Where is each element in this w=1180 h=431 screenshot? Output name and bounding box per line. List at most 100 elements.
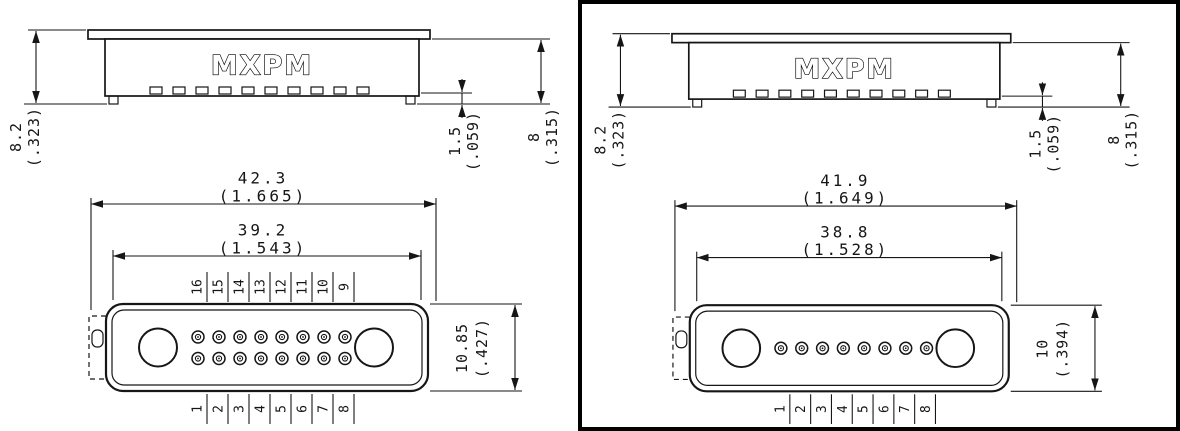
dim-total-height: 8.2 (.323) [7,29,107,167]
dim-front-height-mm: 10 [1033,339,1051,359]
dim-foot-height-mm: 1.5 [1027,129,1045,159]
pin [857,341,871,355]
shell-inner [111,309,423,386]
shell-inner [695,310,1004,386]
dim-width-inner-inch: (1.528) [802,240,890,259]
pin [317,330,331,344]
dim-total-height-inch: (.323) [25,107,43,167]
pin [275,330,289,344]
pin-number: 10 [317,279,332,295]
pin-number: 1 [773,405,788,413]
left-foot [692,98,703,108]
dim-foot-height-inch: (.059) [1044,114,1062,174]
dim-body-height: 8 (.315) [1012,42,1141,170]
pin [191,330,205,344]
product-label: MXPM [794,54,895,85]
key-slot [675,330,688,349]
dim-width-outer-inch: (1.665) [219,187,307,206]
front-view [672,304,1010,393]
bottom-pin-numbers: 1 2 3 4 5 6 7 8 [191,394,355,424]
pin-number: 14 [233,279,248,295]
coax-contact-right [935,328,976,369]
dim-total-height: 8.2 (.323) [592,33,691,170]
dim-front-height: 10 (.394) [1010,304,1102,392]
pin-number: 6 [296,405,311,413]
pin-number-leaders [206,272,355,302]
dim-total-height-mm: 8.2 [7,122,25,152]
pin-number: 4 [254,405,269,413]
pin-field [191,330,352,366]
dim-body-height-mm: 8 [1105,135,1123,145]
dim-front-height-mm: 10.85 [453,323,471,373]
coax-contact-left [721,328,762,369]
dim-width-outer: 42.3 (1.665) [90,169,437,310]
break-outline [88,315,106,380]
pin-number: 16 [191,279,206,295]
left-sheet: MXPM 8.2 (.323) 1.5 (.059) 8 (.315) [0,0,578,431]
pin-number: 8 [338,405,353,413]
pin-number: 9 [338,283,353,291]
right-connector-drawing: MXPM 8.2 (.323) 1.5 (.059) 8 (.315) [592,32,1141,425]
dim-body-height-mm: 8 [525,132,543,142]
dim-foot-height-mm: 1.5 [446,126,464,156]
pin-number: 15 [212,279,227,295]
coax-contact-right [354,327,394,368]
pin-number: 7 [898,405,913,413]
dim-width-outer-mm: 41.9 [820,171,870,190]
front-view [88,302,430,393]
dim-width-inner: 38.8 (1.528) [696,222,1003,302]
pin-number: 7 [317,405,332,413]
pin [878,341,892,355]
pin-number: 1 [191,405,206,413]
break-outline [672,316,690,381]
pin [338,351,352,366]
shell-outer [104,302,430,393]
pin [233,330,247,344]
dim-total-height-inch: (.323) [609,110,627,170]
right-sheet-frame: MXPM 8.2 (.323) 1.5 (.059) 8 (.315) [578,0,1180,431]
dim-body-height-inch: (.315) [1123,110,1141,170]
pin [836,341,851,355]
dim-body-height-inch: (.315) [543,107,561,167]
dim-width-inner-mm: 38.8 [820,222,870,241]
pin-number: 4 [836,405,851,413]
dim-foot-height: 1.5 (.059) [997,82,1130,174]
dim-width-outer: 41.9 (1.649) [674,171,1018,312]
pin-number-leaders [206,394,355,424]
dim-total-height-mm: 8.2 [592,125,610,155]
coax-contact-left [138,327,178,368]
flange [87,29,431,40]
pin-number: 3 [815,405,830,413]
pin-number: 12 [275,279,290,295]
pin-number: 2 [794,405,809,413]
pin-number: 6 [877,405,892,413]
dim-foot-height-inch: (.059) [464,111,482,171]
side-view: MXPM [87,29,431,105]
side-view: MXPM [671,32,1012,108]
dim-foot-height: 1.5 (.059) [417,79,550,171]
dim-width-inner-inch: (1.543) [219,239,307,258]
product-label: MXPM [211,51,313,82]
right-foot [405,95,416,105]
pin-number-leaders [789,394,937,425]
pin [191,351,205,366]
dim-width-outer-inch: (1.649) [802,189,890,208]
pin [899,341,913,355]
pin [774,341,788,355]
pin [212,351,226,366]
pin [919,341,934,355]
dim-front-height: 10.85 (.427) [430,303,522,392]
pin [795,341,809,355]
dim-width-inner: 39.2 (1.543) [112,221,422,300]
pin-number: 13 [254,279,269,295]
right-foot [986,98,997,108]
pin-number: 3 [233,405,248,413]
dim-front-height-inch: (.394) [1053,319,1071,379]
pin-number: 2 [212,405,227,413]
pin [275,351,289,366]
pin-number: 5 [857,405,872,413]
pin [815,341,830,355]
pin [296,351,310,366]
pin-number: 11 [296,279,311,295]
